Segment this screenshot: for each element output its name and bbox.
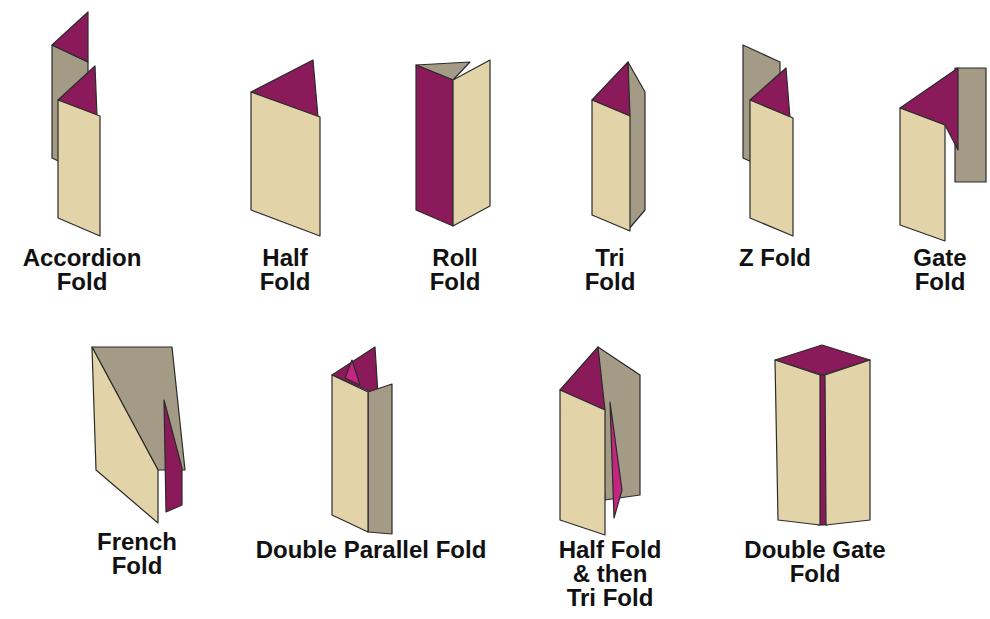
accordion-fold-illustration	[52, 12, 100, 236]
z-fold-illustration	[743, 45, 793, 236]
double-parallel-fold-illustration	[332, 347, 392, 534]
fold-label: Z Fold	[735, 246, 815, 270]
fold-label: Accordion Fold	[7, 246, 157, 294]
fold-label: Double Gate Fold	[725, 538, 905, 586]
fold-label: Gate Fold	[898, 246, 982, 294]
double-gate-fold-illustration	[775, 345, 870, 525]
gate-fold-illustration	[900, 68, 986, 241]
half-fold-illustration	[251, 60, 320, 236]
tri-fold-illustration	[592, 62, 645, 231]
fold-label: French Fold	[77, 530, 197, 578]
fold-label: Half Fold	[245, 246, 325, 294]
fold-label: Half Fold & then Tri Fold	[558, 538, 662, 610]
fold-label: Double Parallel Fold	[255, 538, 487, 562]
fold-label: Roll Fold	[415, 246, 495, 294]
fold-label: Tri Fold	[570, 246, 650, 294]
french-fold-illustration	[92, 347, 185, 523]
roll-fold-illustration	[416, 60, 490, 226]
half-then-tri-fold-illustration	[560, 347, 640, 535]
